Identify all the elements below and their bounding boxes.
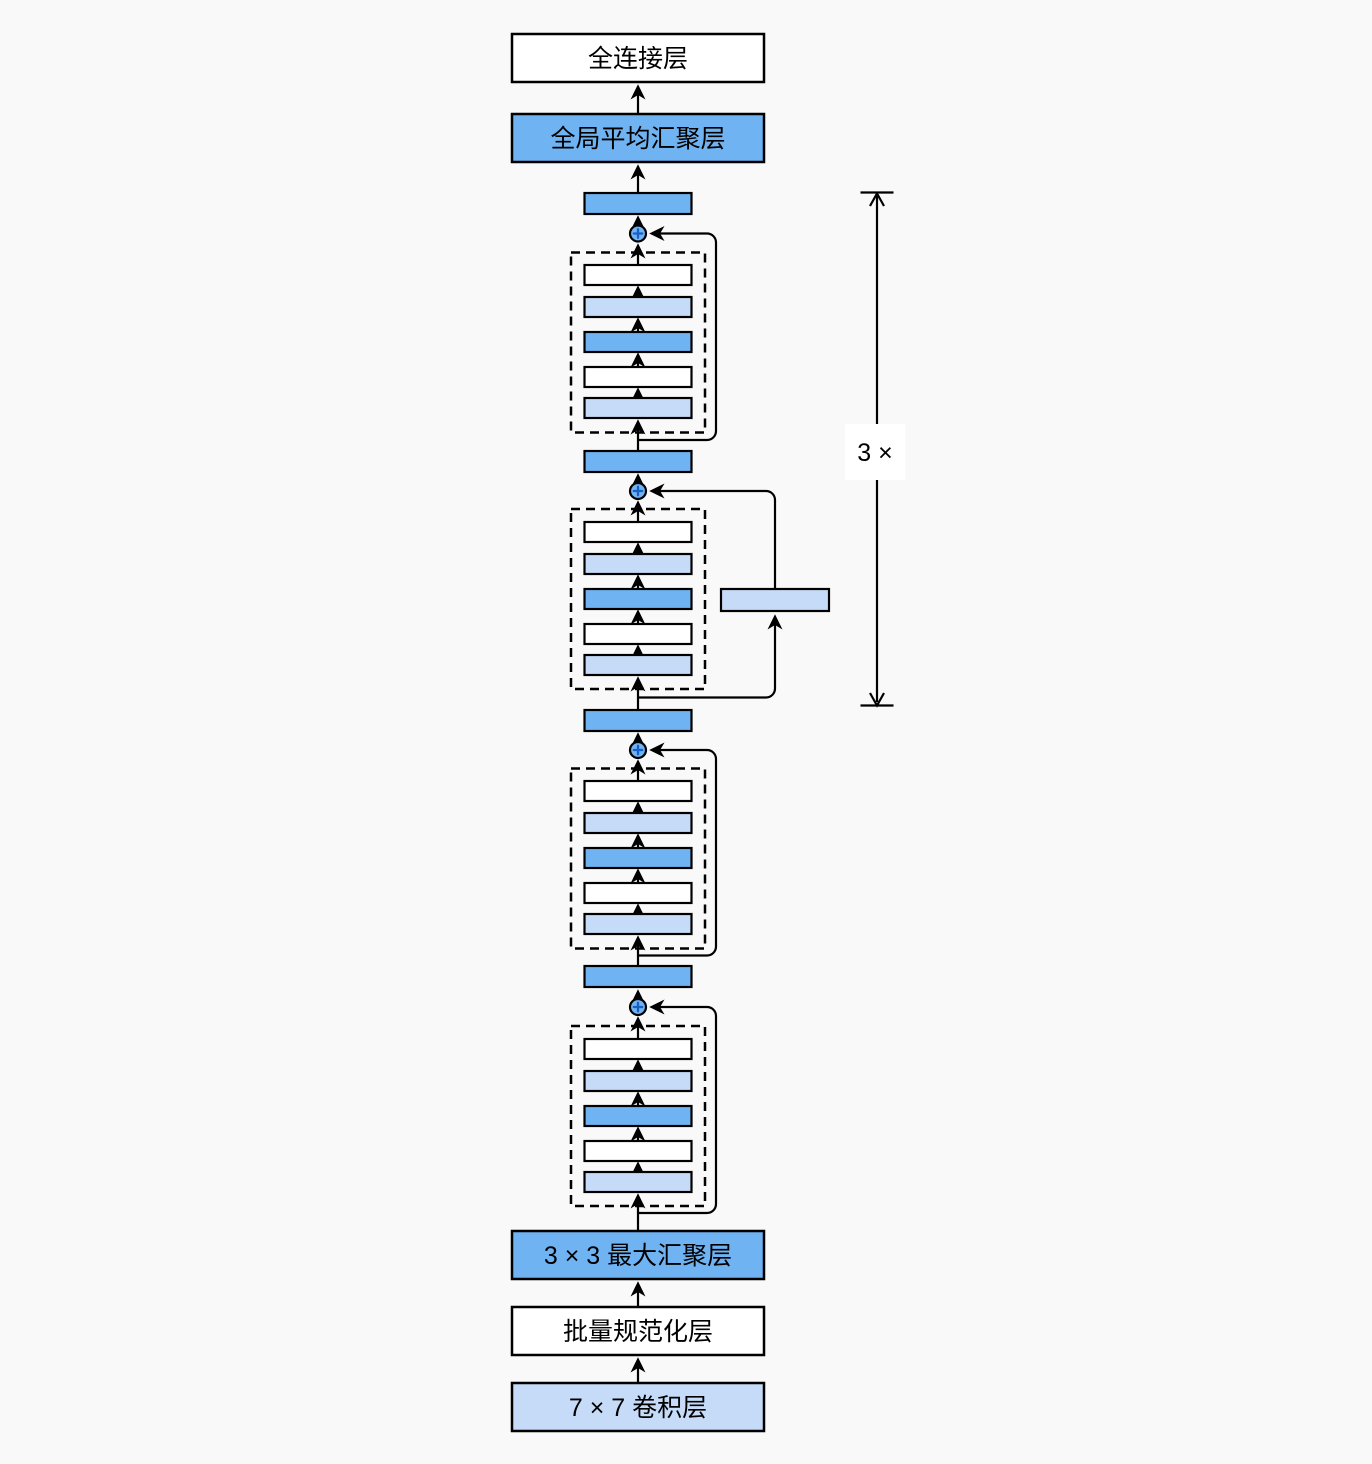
inner-layer-box-light bbox=[583, 912, 693, 936]
global-avg-pool-layer-label: 全局平均汇聚层 bbox=[550, 125, 725, 153]
conv-layer-box bbox=[510, 1381, 766, 1433]
inner-layer-box-medium bbox=[583, 587, 693, 611]
batch-norm-layer-box bbox=[510, 1305, 766, 1357]
max-pool-layer-label: 3 × 3 最大汇聚层 bbox=[544, 1242, 732, 1270]
inner-layer-box-light bbox=[583, 1069, 693, 1093]
plus-icon bbox=[632, 1001, 644, 1013]
residual-block-4 bbox=[569, 964, 718, 1231]
inner-layer-box-light bbox=[583, 653, 693, 677]
inner-layer-box-white bbox=[583, 1139, 693, 1163]
batch-norm-layer-label: 批量规范化层 bbox=[563, 1318, 713, 1346]
fully-connected-layer-box bbox=[510, 32, 766, 84]
shortcut-path-upper bbox=[649, 483, 777, 589]
inner-layer-box-white bbox=[583, 263, 693, 287]
inner-layer-box-white bbox=[583, 779, 693, 803]
residual-block-3 bbox=[569, 708, 718, 966]
repeat-label-background bbox=[845, 424, 905, 480]
inner-layer-box-medium bbox=[583, 1104, 693, 1128]
measure-arrowhead-down bbox=[869, 692, 885, 708]
residual-block-2 bbox=[569, 449, 831, 710]
repeat-annotation: 3 × bbox=[845, 191, 905, 708]
max-pool-layer-box bbox=[510, 1229, 766, 1281]
inner-layer-box-light bbox=[583, 295, 693, 319]
plus-icon bbox=[632, 744, 644, 756]
shortcut-path-lower bbox=[638, 614, 783, 699]
inner-layer-box-light bbox=[583, 396, 693, 420]
residual-block-1 bbox=[569, 191, 718, 451]
identity-shortcut-path bbox=[638, 226, 718, 442]
global-avg-pool-layer-box bbox=[510, 112, 766, 164]
plus-icon bbox=[632, 228, 644, 239]
inner-layer-box-white bbox=[583, 622, 693, 646]
identity-shortcut-path bbox=[638, 742, 718, 957]
shortcut-conv-box bbox=[719, 587, 831, 613]
repeat-label: 3 × bbox=[857, 439, 892, 467]
activation-layer-box bbox=[583, 191, 693, 216]
inner-layer-box-white bbox=[583, 365, 693, 389]
inner-layer-box-white bbox=[583, 520, 693, 544]
inner-layer-box-white bbox=[583, 881, 693, 905]
measure-arrowhead-up bbox=[869, 191, 885, 207]
inner-layer-box-medium bbox=[583, 846, 693, 870]
inner-layer-box-medium bbox=[583, 330, 693, 354]
identity-shortcut-path bbox=[638, 999, 718, 1215]
inner-layer-box-white bbox=[583, 1037, 693, 1061]
activation-layer-box bbox=[583, 449, 693, 474]
inner-layer-box-light bbox=[583, 811, 693, 835]
plus-icon bbox=[632, 485, 644, 497]
fully-connected-layer-label: 全连接层 bbox=[588, 45, 688, 73]
conv-layer-label: 7 × 7 卷积层 bbox=[569, 1394, 707, 1422]
activation-layer-box bbox=[583, 708, 693, 733]
inner-layer-box-light bbox=[583, 552, 693, 576]
inner-layer-box-light bbox=[583, 1170, 693, 1194]
activation-layer-box bbox=[583, 964, 693, 989]
